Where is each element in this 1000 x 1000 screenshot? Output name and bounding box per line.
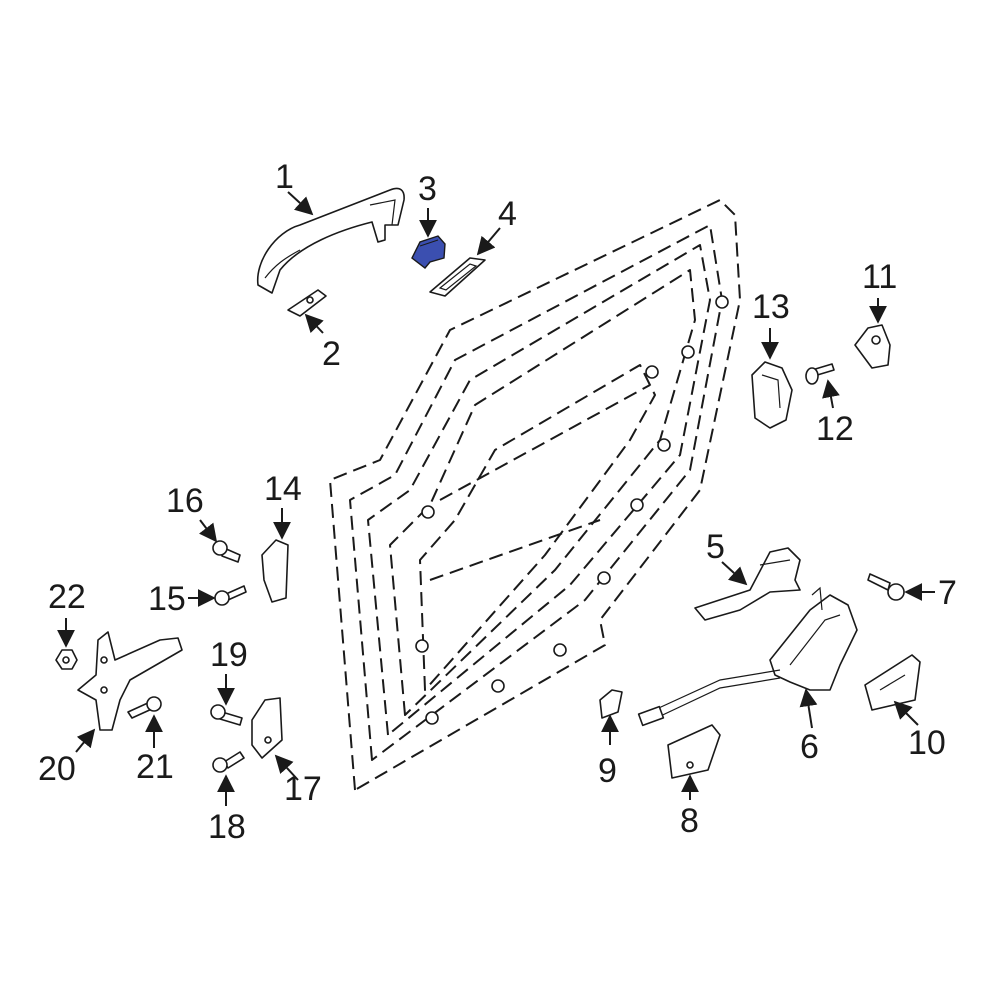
callout-15: 15: [148, 580, 186, 618]
door-frame: [329, 199, 741, 791]
part-16-bolt[interactable]: [212, 540, 241, 563]
part-8-bracket[interactable]: [667, 724, 721, 779]
part-9-clip[interactable]: [599, 689, 623, 719]
part-2-gasket[interactable]: [287, 289, 327, 317]
callout-1: 1: [275, 158, 294, 196]
part-11-striker[interactable]: [854, 324, 891, 369]
callout-9: 9: [598, 752, 617, 790]
part-18-bolt[interactable]: [212, 751, 245, 773]
callout-4: 4: [498, 195, 517, 233]
callout-19: 19: [210, 636, 248, 674]
part-14-check-bracket[interactable]: [261, 539, 289, 603]
part-15-bolt[interactable]: [214, 585, 247, 606]
part-20-hinge[interactable]: [77, 631, 183, 731]
callout-21: 21: [136, 748, 174, 786]
callout-11: 11: [862, 258, 897, 296]
leader-arrows: [57, 191, 935, 806]
part-12-screw[interactable]: [805, 363, 835, 385]
part-1-outside-handle[interactable]: [256, 187, 405, 294]
part-19-bolt[interactable]: [210, 704, 243, 726]
callout-16: 16: [166, 482, 204, 520]
callout-6: 6: [800, 728, 819, 766]
callout-20: 20: [38, 750, 76, 788]
part-22-nut[interactable]: [55, 649, 78, 670]
part-17-hinge[interactable]: [251, 697, 283, 759]
callout-labels: 1 2 3 4 5 6 7 8 9 10 11 12 13 14 15 16 1…: [38, 158, 957, 846]
part-4-gasket[interactable]: [429, 257, 486, 297]
part-7-bolt[interactable]: [867, 573, 905, 601]
part-6-door-latch[interactable]: [637, 586, 858, 727]
callout-7: 7: [938, 574, 957, 612]
callout-14: 14: [264, 470, 302, 508]
part-21-bolt[interactable]: [127, 696, 162, 719]
callout-2: 2: [322, 335, 341, 373]
callout-5: 5: [706, 528, 725, 566]
callout-17: 17: [284, 770, 322, 808]
part-13-stopper[interactable]: [751, 361, 793, 429]
callout-18: 18: [208, 808, 246, 846]
callout-3: 3: [418, 170, 437, 208]
callout-13: 13: [752, 288, 790, 326]
callout-8: 8: [680, 802, 699, 840]
callout-22: 22: [48, 578, 86, 616]
callout-12: 12: [816, 410, 854, 448]
part-10-plate[interactable]: [864, 654, 921, 711]
part-3-handle-cap[interactable]: [411, 235, 446, 269]
callout-10: 10: [908, 724, 946, 762]
part-5-bracket[interactable]: [694, 547, 801, 621]
